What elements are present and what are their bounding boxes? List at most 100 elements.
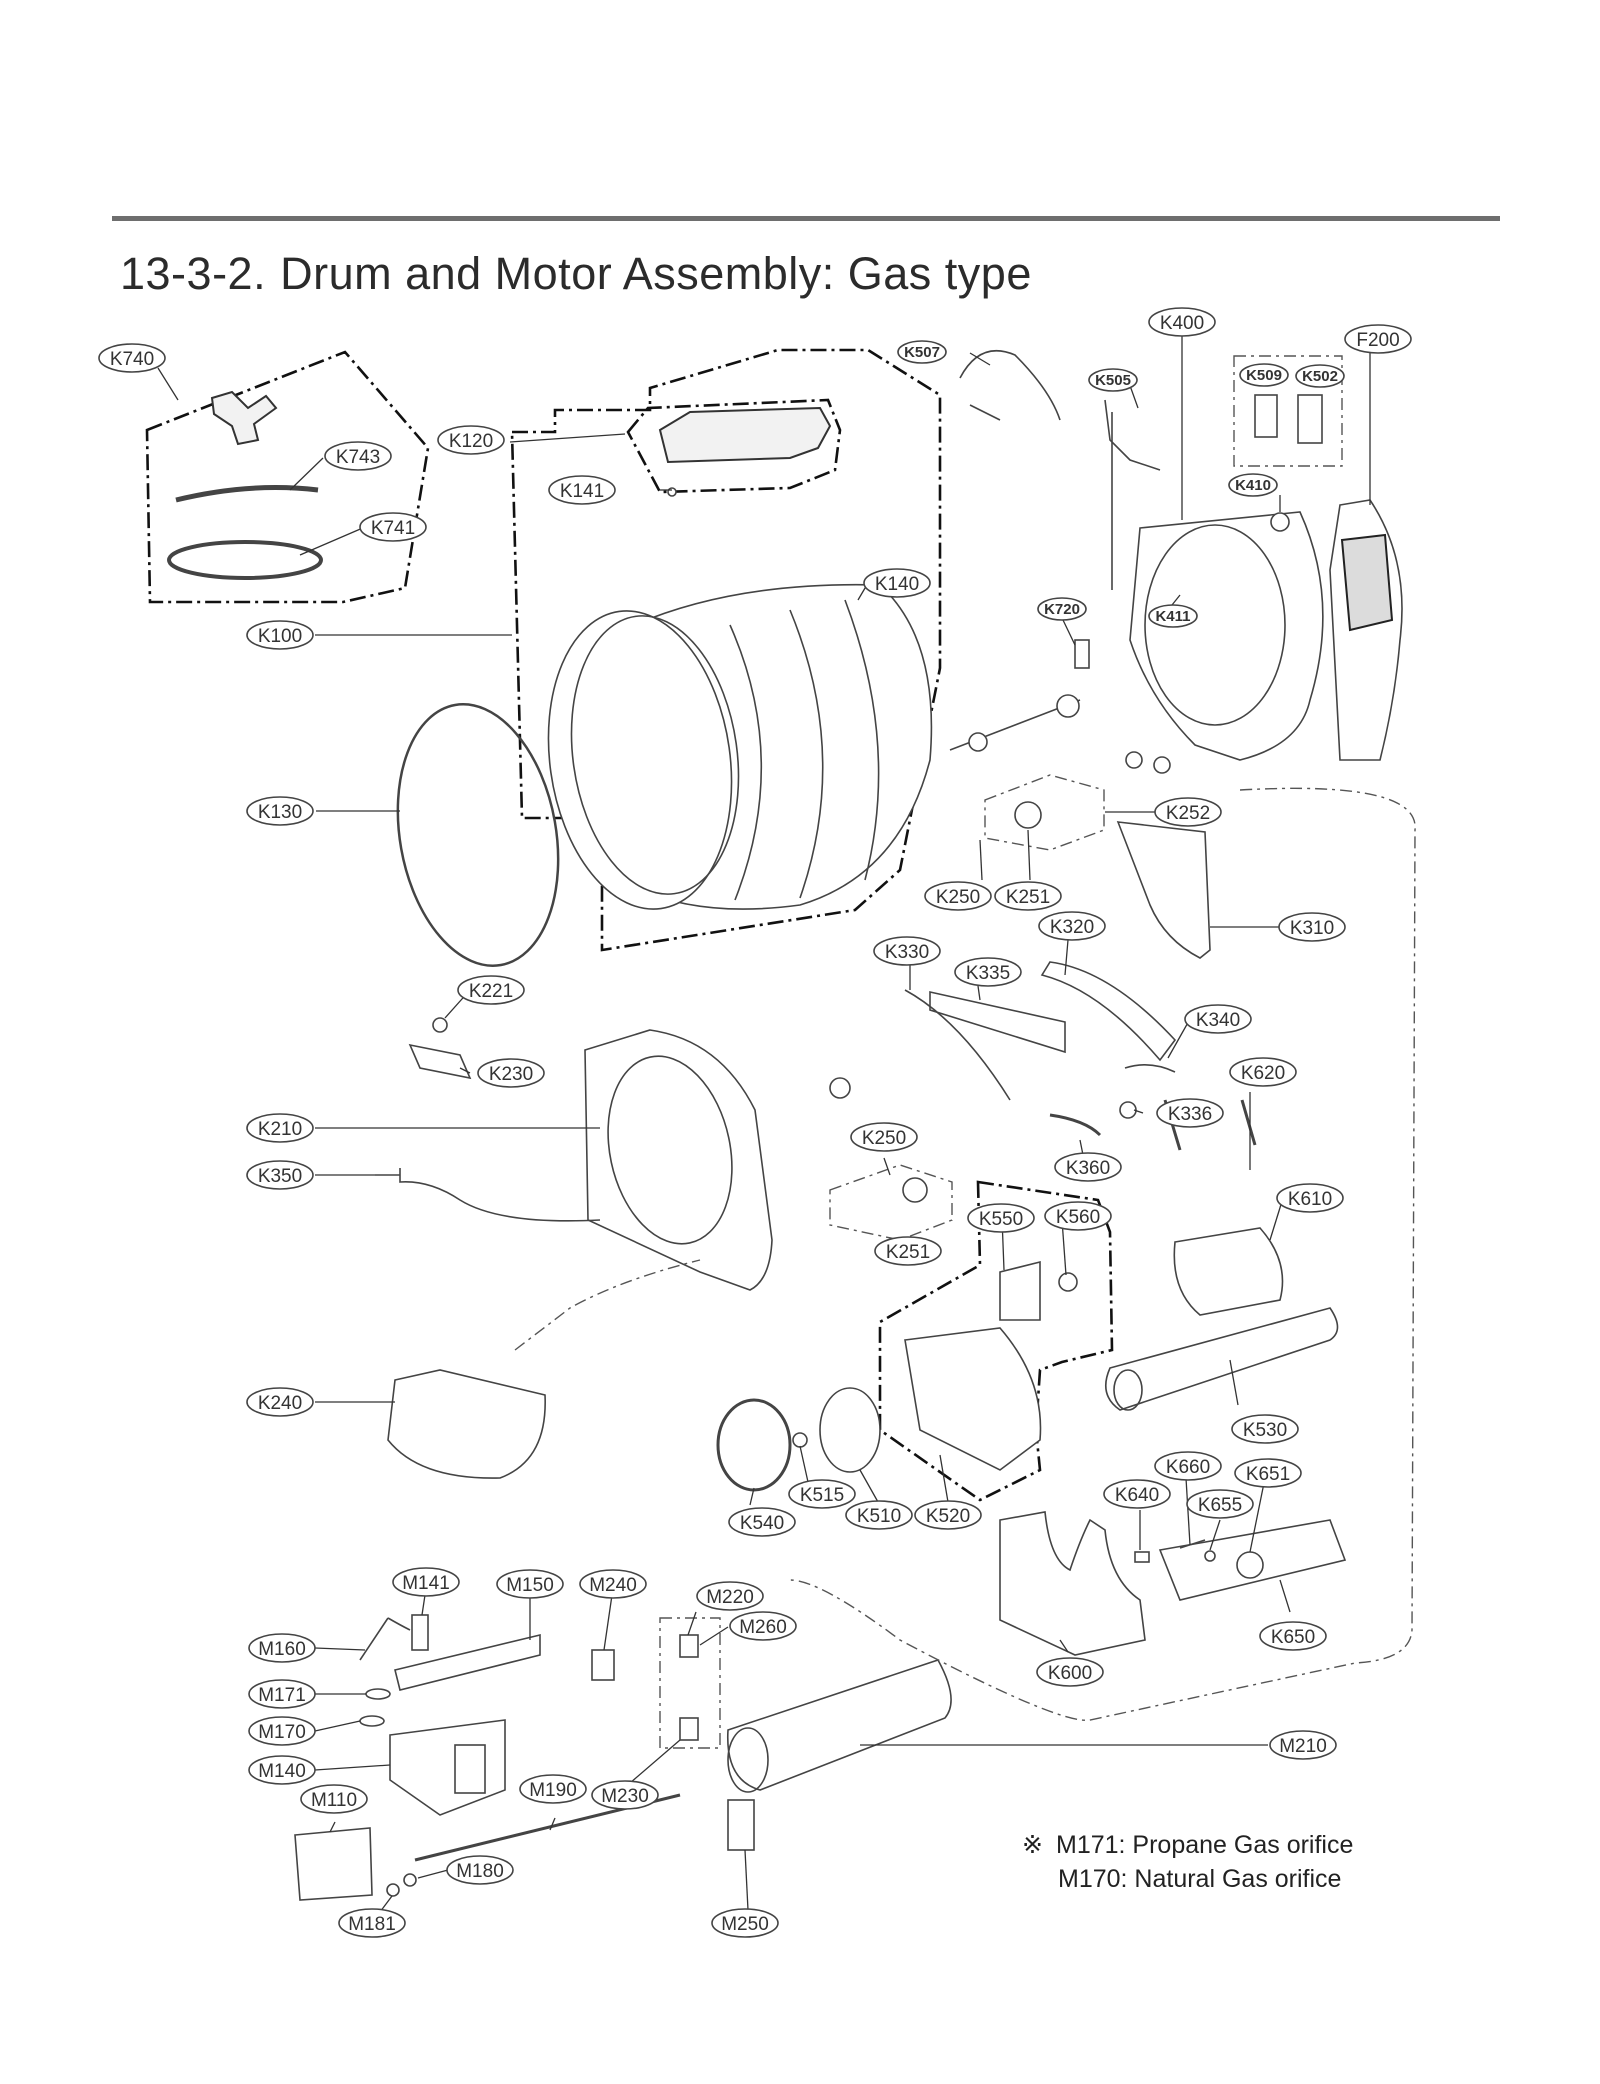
part-label-text: K141 [560,481,604,502]
part-label-text: K210 [258,1119,302,1140]
part-label-bubble [1228,473,1278,497]
part-label-bubble [496,1569,564,1599]
part-label-m240: M240 [579,1569,647,1599]
part-label-m140: M140 [248,1755,316,1785]
part-label-bubble [457,975,525,1005]
part-label-text: K336 [1168,1104,1212,1125]
part-label-k510: K510 [845,1500,913,1530]
part-label-bubble [246,620,314,650]
part-label-text: M240 [589,1575,637,1596]
part-label-bubble [728,1507,796,1537]
air-path-routing [789,787,1416,1721]
part-label-text: K505 [1095,372,1131,389]
switch-k550-part [999,1260,1041,1321]
part-label-text: M110 [311,1790,357,1811]
part-label-text: K720 [1044,601,1080,618]
sensor-m230-part [679,1717,699,1741]
part-label-text: K530 [1243,1420,1287,1441]
switch-k360-part [1049,1113,1102,1137]
lint-filter-k310-part [1116,821,1211,959]
part-label-k230: K230 [477,1058,545,1088]
part-label-m210: M210 [1269,1730,1337,1760]
part-label-k336: K336 [1156,1098,1224,1128]
part-label-text: M170 [258,1722,306,1743]
part-label-text: K411 [1155,608,1190,625]
part-label-bubble [1344,324,1412,354]
lifter-boundary [626,398,842,494]
part-label-k400: K400 [1148,307,1216,337]
part-label-text: K251 [886,1242,930,1263]
part-label-k240: K240 [246,1387,314,1417]
part-label-bubble [696,1581,764,1611]
part-label-k141: K141 [548,475,616,505]
part-label-k330: K330 [873,936,941,966]
part-label-k720: K720 [1037,597,1087,621]
part-label-text: K230 [489,1064,533,1085]
part-label-bubble [392,1567,460,1597]
part-label-bubble [914,1500,982,1530]
part-label-bubble [1259,1621,1327,1651]
part-label-text: K250 [862,1128,906,1149]
part-label-bubble [519,1774,587,1804]
part-label-bubble [1103,1479,1171,1509]
part-label-text: K600 [1048,1663,1092,1684]
harness-k505-part [1104,399,1161,471]
exhaust-pipe-end [1113,1369,1143,1411]
part-label-bubble [954,957,1022,987]
part-label-bubble [1231,1414,1299,1444]
part-label-k221: K221 [457,975,525,1005]
part-label-bubble [897,340,947,364]
part-label-bubble [477,1058,545,1088]
part-label-bubble [246,796,314,826]
hose-kit-boundary [145,350,430,604]
part-label-f200: F200 [1344,324,1412,354]
part-label-m160: M160 [248,1633,316,1663]
part-label-text: K510 [857,1506,901,1527]
part-label-m250: M250 [711,1908,779,1938]
part-label-bubble [359,512,427,542]
part-label-text: K740 [110,349,154,370]
part-label-bubble [1044,1201,1112,1231]
washer-k515-part [792,1432,808,1448]
part-label-m190: M190 [519,1774,587,1804]
sensor-m160-part [359,1617,411,1661]
part-label-k320: K320 [1038,911,1106,941]
orifice-note: ※M171: Propane Gas orifice M170: Natural… [1022,1828,1353,1896]
part-label-bubble [863,568,931,598]
part-label-k620: K620 [1229,1057,1297,1087]
part-label-text: K560 [1056,1207,1100,1228]
front-bulkhead-opening [607,1055,733,1245]
part-label-k540: K540 [728,1507,796,1537]
part-label-text: K741 [371,518,415,539]
combustion-chamber-m210-part [727,1659,952,1791]
part-label-text: M171 [258,1685,306,1706]
part-label-bubble [1276,1183,1344,1213]
front-bulkhead-k210-part [584,1029,773,1291]
part-label-m180: M180 [446,1855,514,1885]
part-label-text: K340 [1196,1010,1240,1031]
roller-group [949,694,1171,851]
part-label-text: F200 [1356,330,1399,351]
y-connector-part [210,390,278,446]
part-label-text: K240 [258,1393,302,1414]
duct-k240-part [387,1369,546,1479]
part-label-bubble [788,1479,856,1509]
part-label-k250b: K250 [850,1122,918,1152]
part-label-k660: K660 [1154,1451,1222,1481]
part-label-bubble [248,1633,316,1663]
lint-filter-group [904,821,1211,1101]
part-label-m181: M181 [338,1908,406,1938]
part-label-k509: K509 [1239,363,1289,387]
motor-mount-group [999,1511,1347,1656]
part-label-text: M260 [739,1617,787,1638]
header-rule [112,216,1500,221]
part-label-bubble [1229,1057,1297,1087]
short-hose-part [175,485,319,503]
fitting-m181-part [386,1883,400,1897]
part-label-text: K120 [449,431,493,452]
part-label-k350: K350 [246,1160,314,1190]
part-label-text: K507 [904,344,940,361]
filter-guide-k340-part [1124,1064,1176,1073]
part-label-bubble [711,1908,779,1938]
